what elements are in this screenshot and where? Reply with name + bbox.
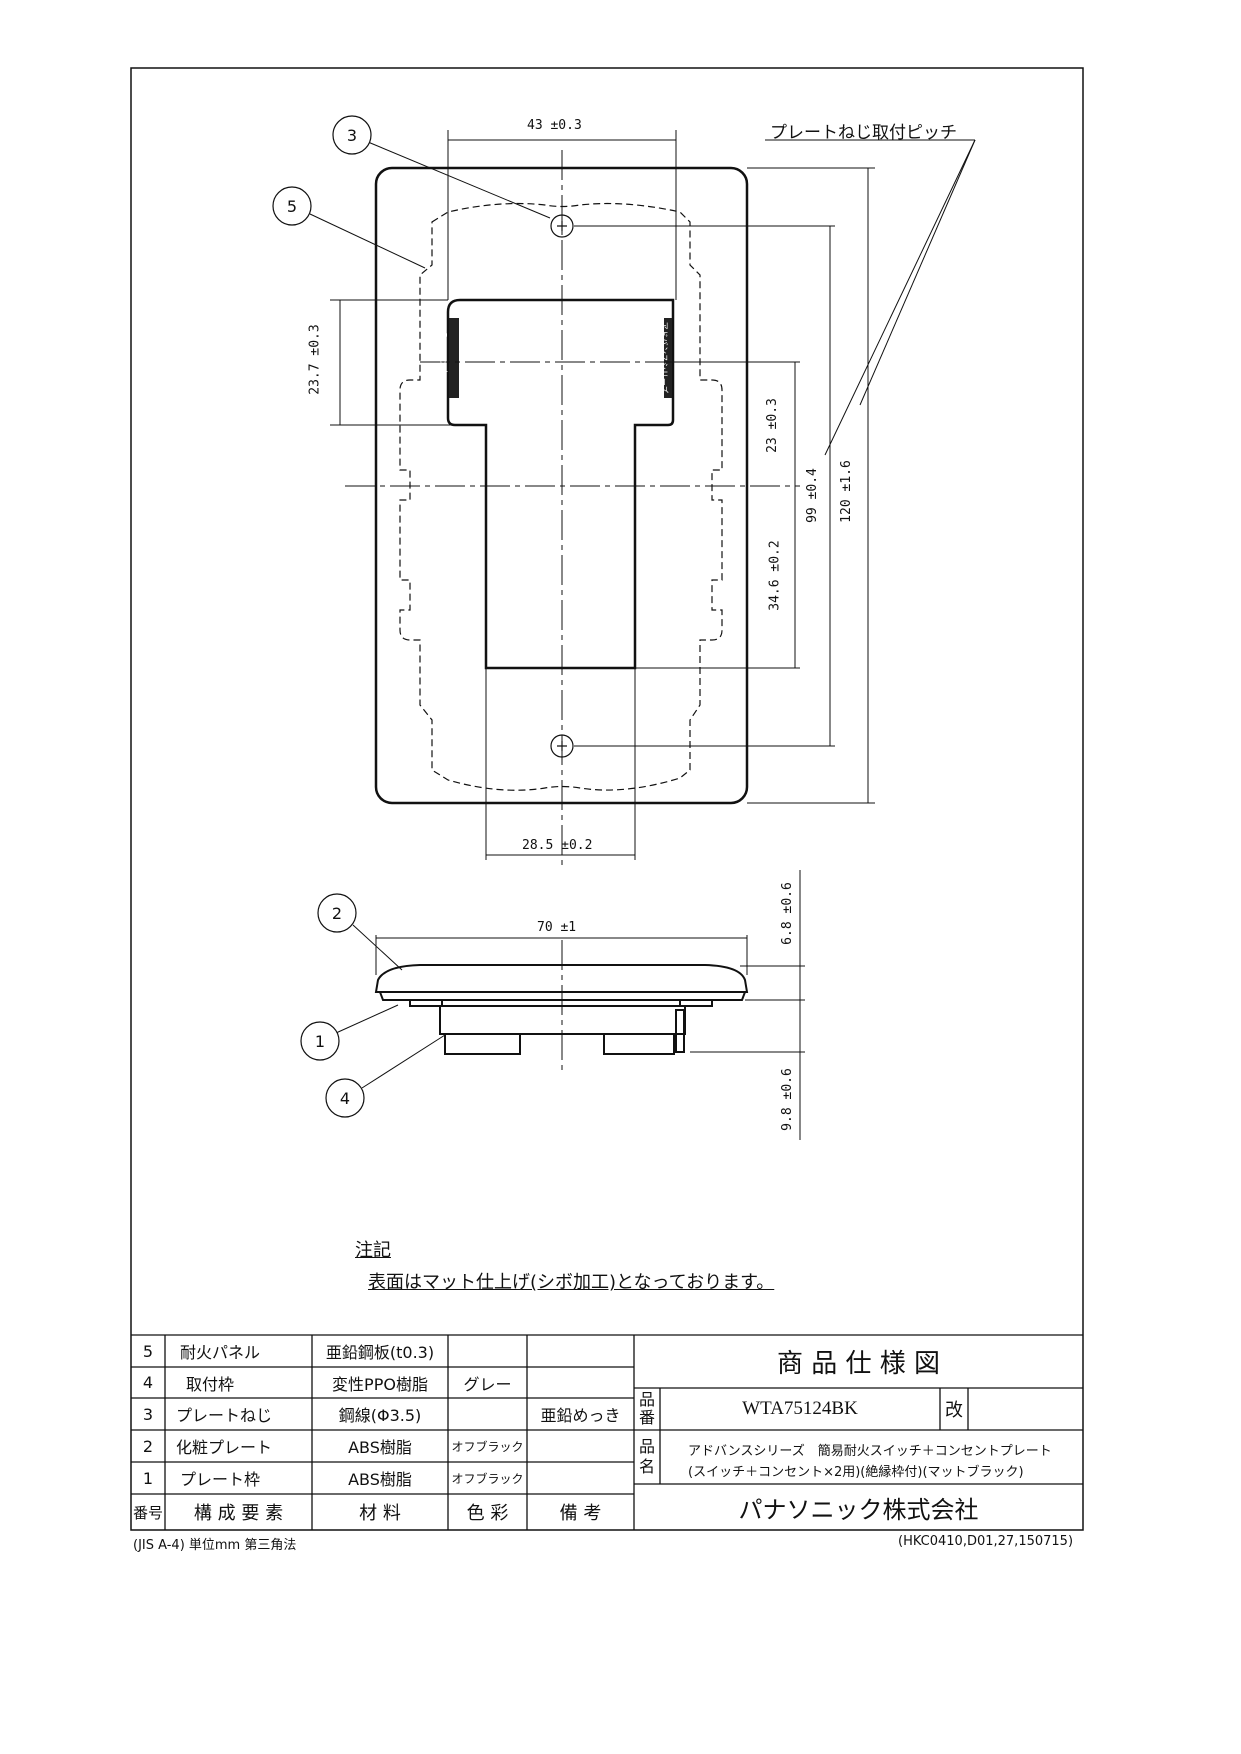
dim-cutout-height: 23.7 ±0.3 [307, 324, 323, 395]
row-no: 4 [142, 1373, 154, 1392]
row-material: 変性PPO樹脂 [332, 1374, 428, 1394]
product-name-line2: (スイッチ＋コンセント×2用)(絶縁枠付)(マットブラック) [688, 1465, 1024, 1480]
dim-cutout-width: 28.5 ±0.2 [522, 838, 593, 853]
drawing-border [130, 67, 1084, 1531]
row-component: プレート枠 [179, 1470, 260, 1489]
product-name-line1: アドバンスシリーズ 簡易耐火スイッチ＋コンセントプレート [688, 1444, 1052, 1459]
drawing-title: 商 品 仕 様 図 [776, 1349, 941, 1379]
row-color: グレー [463, 1374, 512, 1394]
plate-mark-left-text: Panasonic [437, 332, 448, 378]
dim-lower-offset: 34.6 ±0.2 [767, 540, 783, 611]
header-material: 材 料 [359, 1503, 401, 1524]
dim-plate-depth: 6.8 ±0.6 [779, 882, 795, 945]
cutout-outline [446, 298, 675, 670]
row-no: 1 [142, 1468, 154, 1488]
table-grid [131, 1334, 1083, 1530]
plate-mark-left [449, 318, 459, 398]
row-no: 2 [142, 1436, 154, 1456]
row-color: オフブラック [451, 1439, 524, 1454]
company-name: パナソニック株式会社 [738, 1495, 979, 1524]
callout-3: 3 [346, 125, 358, 145]
callout-1: 1 [314, 1031, 326, 1051]
dim-screw-pitch-width: 43 ±0.3 [527, 118, 582, 133]
header-component: 構 成 要 素 [193, 1503, 284, 1524]
row-material: ABS樹脂 [348, 1438, 412, 1457]
row-color: オフブラック [451, 1471, 524, 1486]
side-view [374, 964, 749, 1055]
notes-text: 表面はマット仕上げ(シボ加工)となっております。 [368, 1272, 775, 1293]
callout-2: 2 [331, 903, 343, 923]
callout-4: 4 [339, 1088, 351, 1108]
row-material: 亜鉛鋼板(t0.3) [325, 1343, 435, 1362]
dim-upper-offset: 23 ±0.3 [764, 398, 780, 453]
row-component: プレートねじ [175, 1406, 272, 1425]
screw-pitch-label: プレートねじ取付ピッチ [770, 123, 957, 143]
footer-code: (HKC0410,D01,27,150715) [898, 1534, 1074, 1549]
notes-heading: 注記 [355, 1240, 391, 1261]
row-remarks: 亜鉛めっき [540, 1406, 621, 1425]
header-remarks: 備 考 [559, 1503, 602, 1524]
dim-plate-width: 70 ±1 [537, 920, 577, 935]
dim-plate-height: 120 ±1.6 [838, 460, 854, 523]
part-number: WTA75124BK [742, 1398, 858, 1419]
callout-leaders [309, 141, 551, 1089]
plate-mark-right [664, 318, 672, 398]
product-name-label: 品名 [638, 1437, 655, 1476]
screw-icon [550, 214, 574, 758]
fire-panel-outline [399, 202, 723, 791]
dimension-lines [330, 130, 976, 1140]
row-no: 3 [142, 1404, 154, 1424]
header-no: 番号 [132, 1503, 163, 1522]
footer-standard: (JIS A-4) 単位mm 第三角法 [133, 1538, 297, 1553]
row-no: 5 [142, 1341, 154, 1361]
header-color: 色 彩 [466, 1503, 509, 1524]
row-component: 耐火パネル [179, 1343, 260, 1362]
row-material: ABS樹脂 [348, 1470, 412, 1489]
callout-5: 5 [286, 196, 298, 216]
callout-circles [272, 115, 372, 1118]
plate-mark-right-text: アドバンスシリーズ [659, 321, 669, 394]
row-material: 鋼線(Φ3.5) [338, 1406, 422, 1425]
dim-frame-depth: 9.8 ±0.6 [779, 1068, 795, 1131]
part-no-label: 品番 [638, 1390, 655, 1427]
row-component: 化粧プレート [175, 1438, 272, 1457]
dim-screw-pitch: 99 ±0.4 [804, 468, 820, 523]
revision-label: 改 [945, 1400, 963, 1421]
row-component: 取付枠 [185, 1374, 234, 1394]
